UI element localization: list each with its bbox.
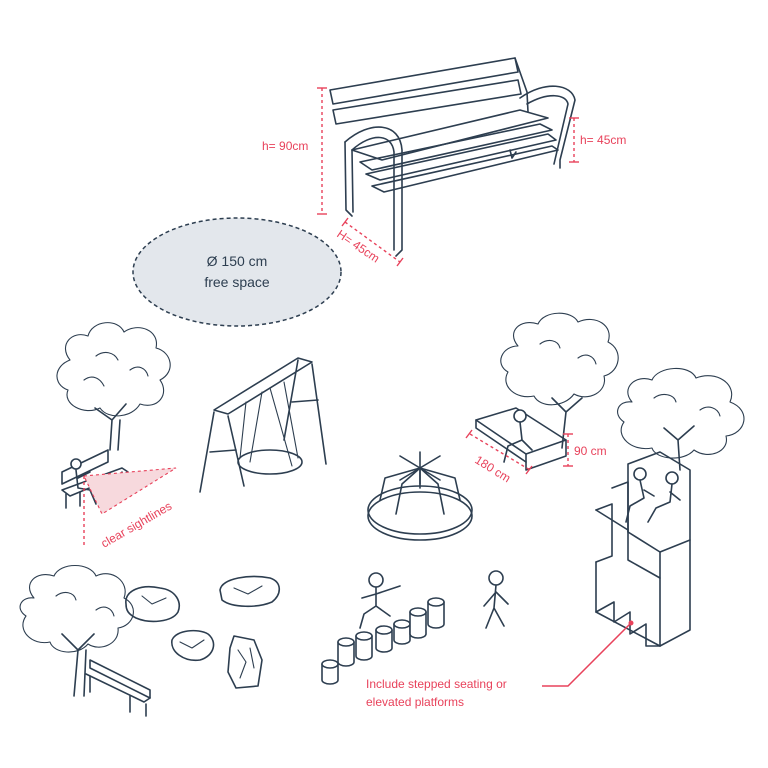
stepped-tree: [617, 367, 745, 471]
stepped-seating: [595, 451, 691, 647]
bench-illustration: [329, 57, 576, 257]
stepped-callout-line2: elevated platforms: [366, 695, 464, 709]
platform-length-label: 180 cm: [472, 453, 513, 486]
bench-dimension-lines: [317, 87, 579, 267]
bench-depth-label: H= 45cm: [334, 227, 382, 266]
free-space-area: [132, 217, 342, 327]
platform-dimension-lines: [465, 429, 573, 475]
bench-seat-height-label: h= 45cm: [580, 133, 626, 147]
stepping-stumps: [321, 597, 445, 685]
sightline-cone: [83, 467, 177, 515]
swing-set: [199, 357, 327, 493]
bottom-left-tree: [19, 564, 134, 697]
platform-height-label: 90 cm: [574, 444, 607, 458]
platform-tree: [500, 312, 619, 449]
free-space-diameter-label: Ø 150 cm: [207, 253, 268, 269]
stepped-callout-line1: Include stepped seating or: [366, 677, 507, 691]
bottom-left-bench: [85, 659, 151, 717]
boulders: [125, 575, 281, 689]
child-walking: [483, 570, 509, 629]
child-jumping: [359, 572, 401, 629]
bench-height-label: h= 90cm: [262, 139, 308, 153]
free-space-label: free space: [204, 274, 270, 290]
left-tree: [56, 322, 171, 451]
platform-with-person: [475, 407, 567, 471]
roundabout: [367, 451, 473, 541]
stepped-callout-leader: [542, 622, 632, 687]
